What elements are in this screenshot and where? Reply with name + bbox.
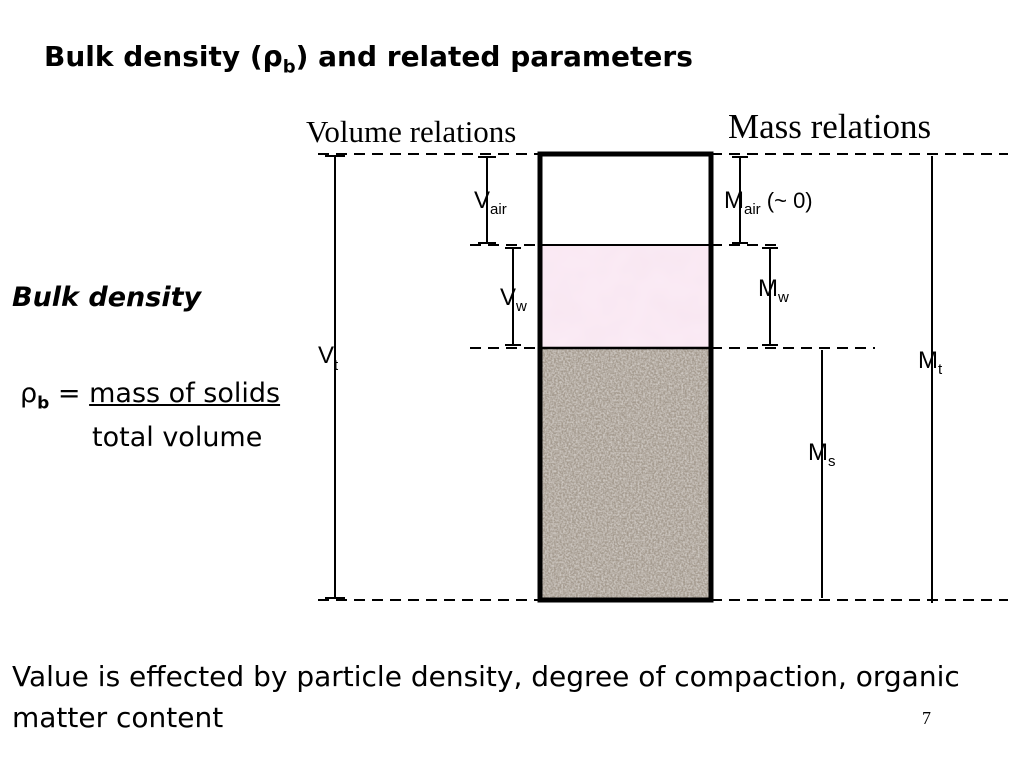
rho-subscript: b	[282, 56, 296, 78]
slide-title: Bulk density (ρb) and related parameters	[44, 40, 693, 78]
m-s-label: Ms	[808, 439, 836, 470]
water-phase	[540, 245, 711, 348]
formula-numerator: mass of solids	[89, 378, 281, 409]
footer-text: Value is effected by particle density, d…	[12, 660, 960, 734]
m-air-label: Mair (~ 0)	[724, 187, 813, 218]
formula-numerator-line: ρb = mass of solids	[20, 378, 281, 414]
dimension-brackets	[325, 155, 933, 603]
dashed-guides	[318, 153, 1008, 601]
formula-rho-subscript: b	[37, 393, 50, 414]
formula-denominator: total volume	[92, 422, 263, 453]
v-t-label: Vt	[318, 342, 339, 374]
v-w-label: Vw	[500, 284, 527, 315]
page-number: 7	[922, 708, 931, 728]
m-t-label: Mt	[918, 347, 943, 378]
rho-symbol: ρ	[262, 40, 283, 73]
m-w-label: Mw	[758, 275, 789, 306]
formula-rho: ρ	[20, 378, 38, 409]
volume-relations-heading: Volume relations	[306, 114, 516, 149]
mass-relations-heading: Mass relations	[728, 107, 931, 146]
v-air-label: Vair	[474, 187, 507, 218]
air-phase	[540, 154, 711, 245]
solids-phase	[540, 348, 711, 600]
bulk-density-heading: Bulk density	[12, 282, 202, 313]
column-outline	[537, 151, 714, 603]
